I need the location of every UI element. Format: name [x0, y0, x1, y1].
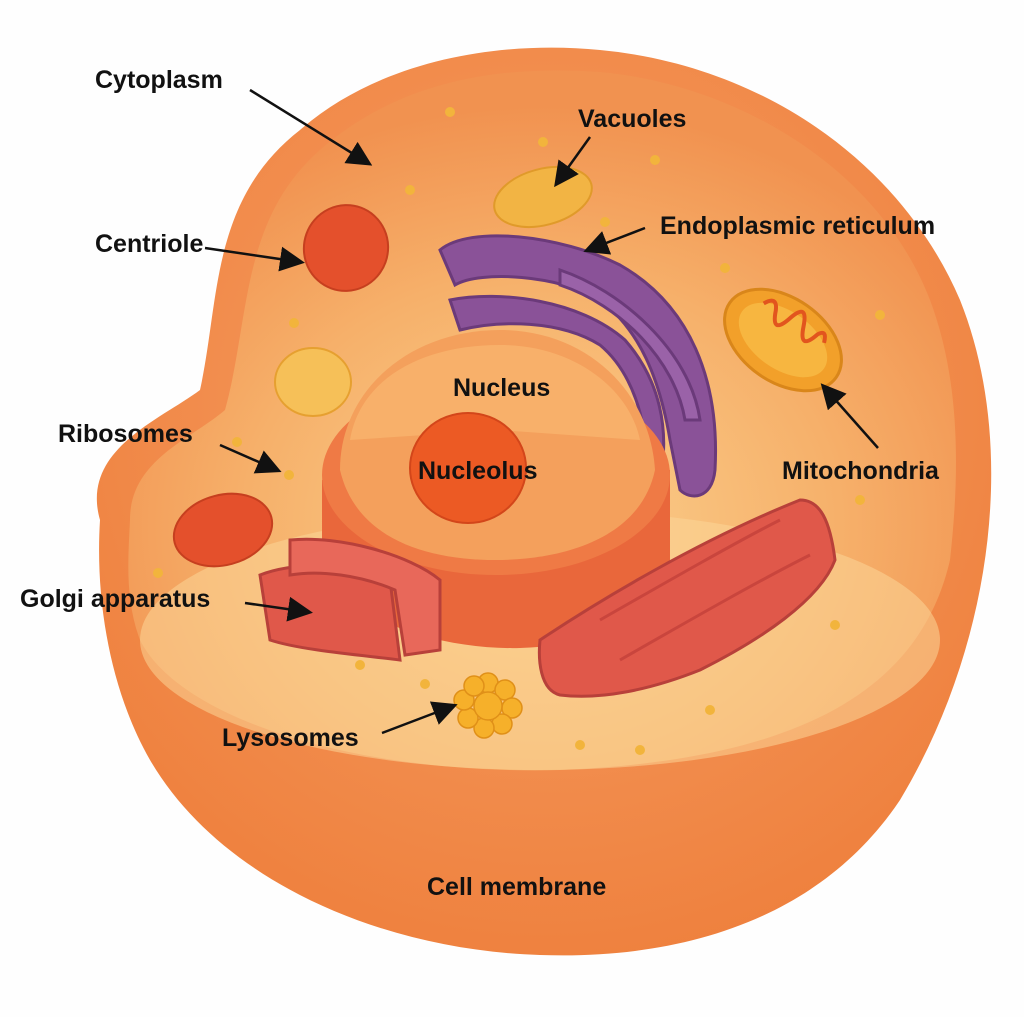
- vacuole: [274, 347, 352, 417]
- centriole: [172, 492, 274, 568]
- label-centriole: Centriole: [95, 230, 203, 258]
- label-nucleolus: Nucleolus: [418, 457, 537, 485]
- cytoplasm-arrow: [249, 88, 373, 166]
- nucleolus: [409, 412, 527, 524]
- mitochondrion: [723, 287, 843, 393]
- mitochondria-arrow: [820, 383, 879, 449]
- label-ribosomes: Ribosomes: [58, 420, 193, 448]
- label-endoplasmic-reticulum: Endoplasmic reticulum: [660, 212, 935, 240]
- er-arrow: [583, 226, 646, 255]
- vacuoles-arrow: [554, 136, 592, 188]
- label-cytoplasm: Cytoplasm: [95, 66, 223, 94]
- golgi-arrow: [244, 596, 313, 622]
- label-vacuoles: Vacuoles: [578, 105, 686, 133]
- golgi-apparatus: [537, 498, 837, 698]
- label-mitochondria: Mitochondria: [782, 457, 940, 485]
- golgi-apparatus: [258, 537, 442, 662]
- centriole: [302, 204, 390, 292]
- lysosome: [453, 672, 523, 739]
- centriole-arrow: [204, 246, 305, 272]
- lysosomes-arrow: [381, 701, 458, 735]
- label-nucleus: Nucleus: [453, 374, 550, 402]
- label-lysosomes: Lysosomes: [222, 724, 359, 752]
- label-cell-membrane: Cell membrane: [427, 873, 606, 901]
- label-golgi-apparatus: Golgi apparatus: [20, 585, 210, 613]
- ribosomes-arrow: [219, 443, 282, 474]
